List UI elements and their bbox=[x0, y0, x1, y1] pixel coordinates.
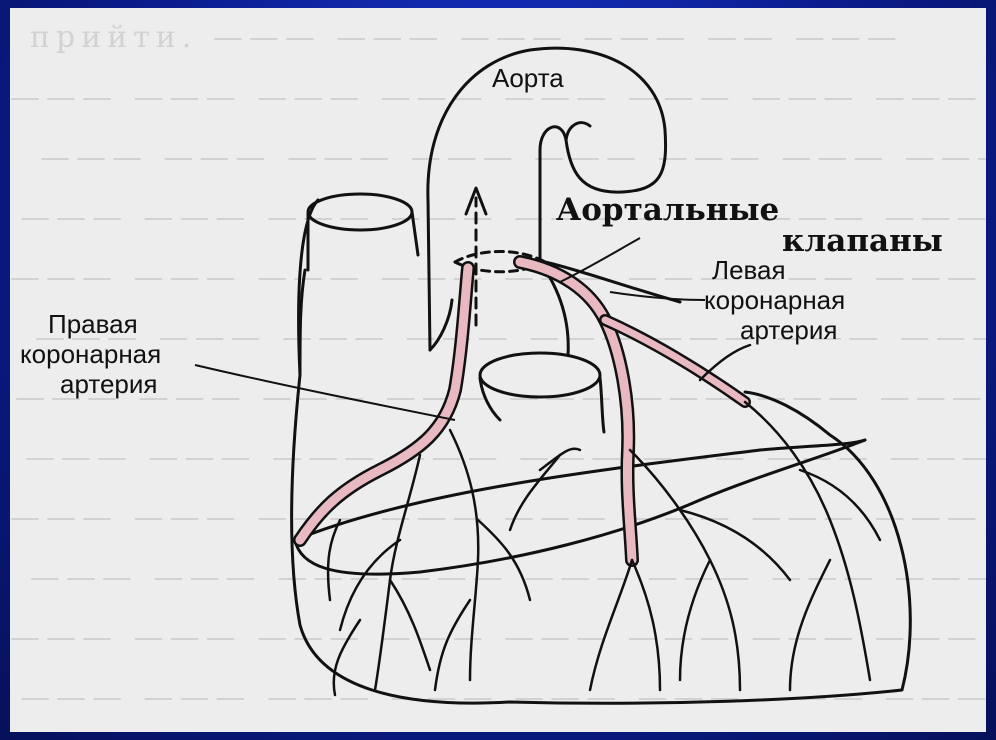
leader-valves bbox=[560, 238, 640, 282]
pulmonary-trunk-opening bbox=[308, 194, 412, 230]
valves-label-line1: Аортальные bbox=[556, 195, 779, 225]
right-coronary-label-line3: артерия bbox=[60, 370, 158, 398]
av-groove bbox=[295, 440, 865, 540]
left-coronary-label-line3: артерия bbox=[740, 316, 838, 344]
right-coronary-label-line2: коронарная bbox=[20, 340, 161, 368]
right-coronary-artery bbox=[300, 268, 468, 540]
right-coronary-label-line1: Правая bbox=[48, 310, 138, 338]
left-coronary-label-line2: коронарная bbox=[704, 286, 845, 314]
vessel-opening bbox=[480, 353, 600, 397]
valves-label-line2: клапаны bbox=[782, 226, 943, 256]
aorta-label: Аорта bbox=[492, 64, 564, 92]
left-coronary-label-line1: Левая bbox=[712, 256, 786, 284]
leader-right-coronary bbox=[195, 365, 455, 420]
